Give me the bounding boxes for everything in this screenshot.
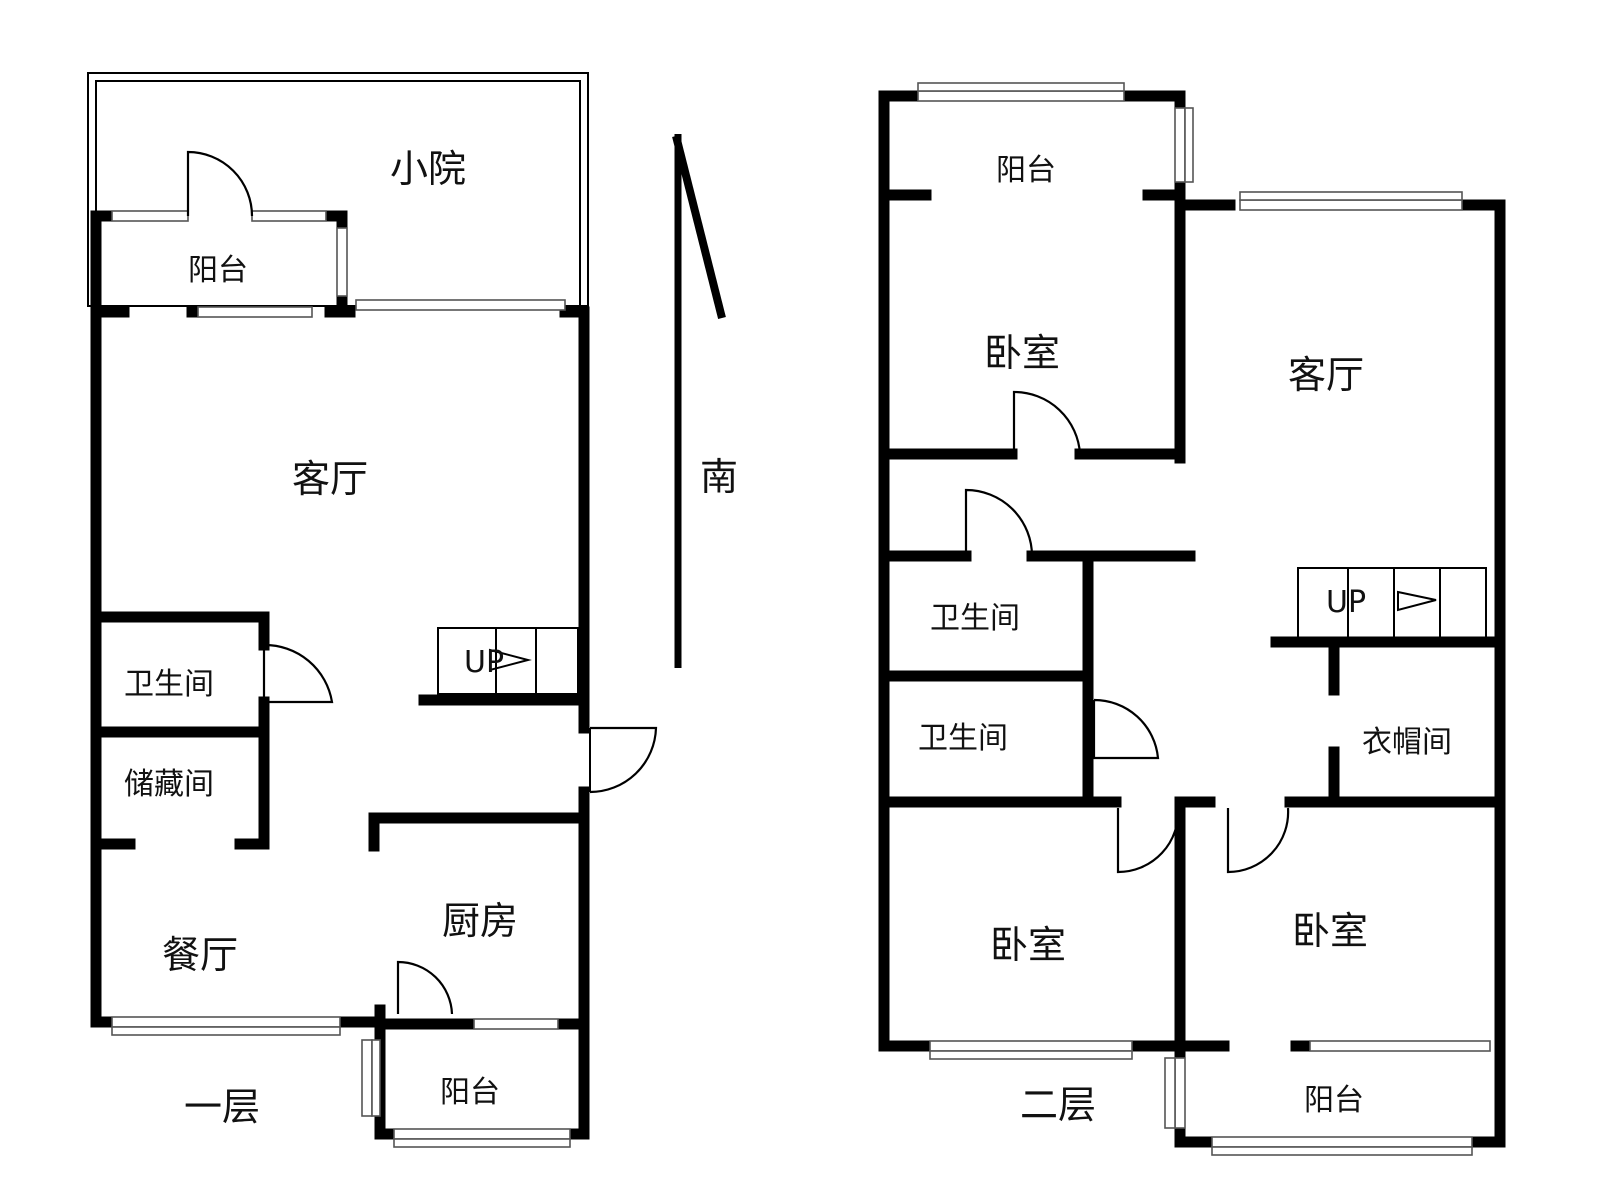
floor1-kitchen-label: 厨房 bbox=[442, 899, 518, 943]
floor1-stair: UP bbox=[437, 627, 579, 695]
floor1-balcony-top-label: 阳台 bbox=[188, 253, 248, 288]
floor1-dining-room-label: 餐厅 bbox=[162, 933, 238, 977]
floor1-stair-label: UP bbox=[464, 645, 504, 680]
compass-south-label: 南 bbox=[700, 455, 738, 499]
floor2-bedroom-left-label: 卧室 bbox=[990, 923, 1066, 967]
floor1-storage-label: 储藏间 bbox=[124, 767, 214, 802]
floor1-doors bbox=[186, 150, 658, 1015]
floor1-floor-label: 一层 bbox=[184, 1085, 260, 1129]
floor2-stair-label: UP bbox=[1326, 585, 1366, 620]
floor2-living-room-label: 客厅 bbox=[1288, 353, 1364, 397]
floor2-floor-label: 二层 bbox=[1020, 1083, 1096, 1127]
floor2-bathroom-1-label: 卫生间 bbox=[930, 601, 1020, 636]
floor1-balcony-bottom-label: 阳台 bbox=[440, 1075, 500, 1110]
floor2-windows bbox=[917, 82, 1491, 1156]
floor2-bedroom-top-label: 卧室 bbox=[984, 331, 1060, 375]
floor2-balcony-top-label: 阳台 bbox=[996, 153, 1056, 188]
floor1-courtyard-label: 小院 bbox=[390, 147, 466, 191]
floor2-cloakroom-label: 衣帽间 bbox=[1362, 725, 1452, 760]
floor2-bathroom-2-label: 卫生间 bbox=[918, 721, 1008, 756]
floor2-balcony-bottom-label: 阳台 bbox=[1304, 1083, 1364, 1118]
floor1-windows bbox=[111, 210, 571, 1148]
floor1-bathroom-label: 卫生间 bbox=[124, 667, 214, 702]
floor2-bedroom-right-label: 卧室 bbox=[1292, 909, 1368, 953]
floor1-living-room-label: 客厅 bbox=[292, 457, 368, 501]
floor2-doors bbox=[964, 390, 1290, 874]
floor2-plan: UP 阳台 卧室 客厅 卫生间 卫生间 衣帽间 卧室 卧室 阳台 二层 bbox=[878, 82, 1506, 1156]
floor2-walls bbox=[878, 90, 1506, 1148]
north-arrow: 南 bbox=[672, 134, 738, 668]
floor2-stair: UP bbox=[1297, 567, 1487, 639]
floor1-plan: UP 小院 阳台 客厅 卫生间 储藏间 餐厅 厨房 阳台 一层 bbox=[87, 72, 658, 1148]
